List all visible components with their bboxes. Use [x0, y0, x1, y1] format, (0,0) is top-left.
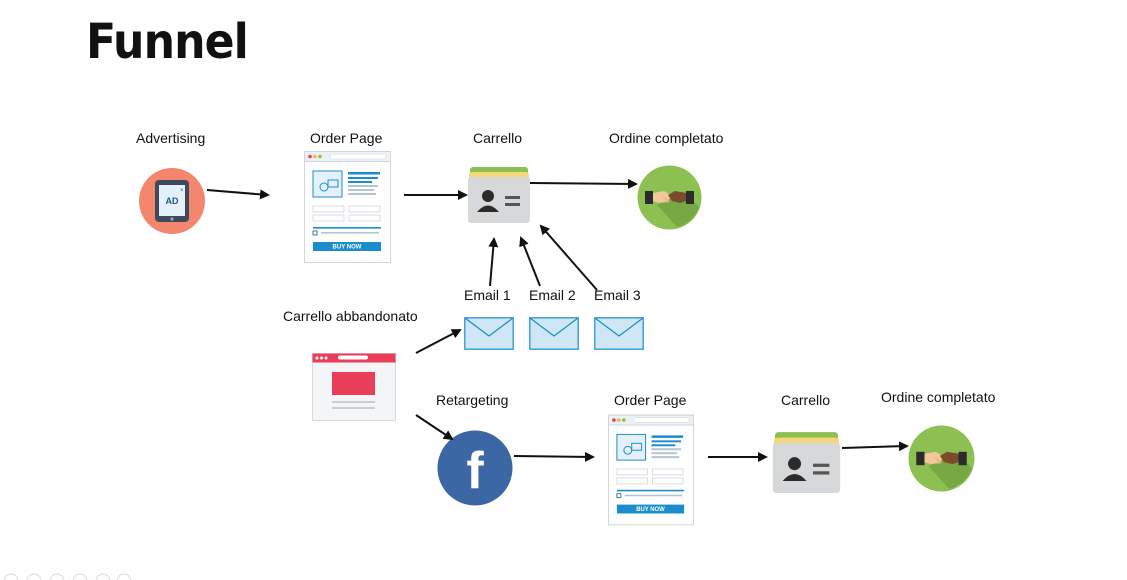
carrello-label: Carrello	[473, 130, 523, 146]
arrow-abbandonato-to-email	[415, 329, 462, 354]
arrow-email-1-to-carrello	[488, 237, 499, 287]
retargeting-label: Retargeting	[436, 392, 509, 408]
email-3-label: Email 3	[594, 287, 641, 303]
handshake-icon	[908, 425, 975, 492]
svg-text:f: f	[466, 442, 484, 500]
page-title: Funnel	[86, 14, 249, 70]
order-page-label: Order Page	[310, 130, 383, 146]
order-page-icon: BUY NOW	[304, 151, 391, 263]
svg-text:BUY NOW: BUY NOW	[636, 507, 665, 513]
carrello-abbandonato-label: Carrello abbandonato	[283, 308, 418, 324]
handshake-icon	[637, 165, 702, 230]
slide-nav-controls[interactable]	[0, 572, 140, 580]
arrow-abbandonato-to-retargeting	[415, 414, 454, 441]
facebook-icon: f	[437, 430, 513, 506]
arrow-email-3-to-carrello	[539, 224, 598, 291]
ad-tablet-icon: AD ×	[139, 168, 205, 234]
email-1-envelope-icon	[464, 317, 514, 350]
order-page-icon: BUY NOW	[608, 414, 694, 526]
arrow-ad-to-order-page	[206, 189, 270, 200]
abandoned-cart-page-icon	[312, 353, 396, 421]
arrow-carrello-to-ordine	[529, 178, 638, 189]
arrow-carrello-to-ordine-2	[841, 441, 909, 452]
email-1-label: Email 1	[464, 287, 511, 303]
carrello-label: Carrello	[781, 392, 831, 408]
email-3-envelope-icon	[594, 317, 644, 350]
svg-text:BUY NOW: BUY NOW	[333, 245, 362, 251]
arrow-facebook-to-order-page	[513, 451, 595, 462]
svg-text:AD: AD	[166, 196, 179, 206]
ordine-completato-label: Ordine completato	[609, 130, 724, 146]
svg-text:×: ×	[180, 188, 184, 194]
cart-card-icon	[772, 432, 841, 493]
email-2-label: Email 2	[529, 287, 576, 303]
order-page-label: Order Page	[614, 392, 687, 408]
arrow-email-2-to-carrello	[519, 236, 541, 287]
ordine-completato-label: Ordine completato	[881, 389, 996, 405]
cart-card-icon	[468, 167, 530, 223]
advertising-label: Advertising	[136, 130, 206, 146]
email-2-envelope-icon	[529, 317, 579, 350]
